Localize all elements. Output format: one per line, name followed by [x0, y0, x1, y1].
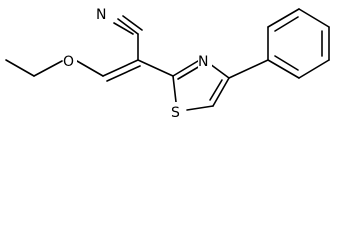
ethyl-ch3-ch2-bond — [5, 59, 35, 77]
thiazole-sulfur-label: S — [171, 105, 180, 121]
thiazole-c4-c5-bond — [212, 77, 230, 107]
nitrile-triple-bond-3 — [122, 15, 143, 31]
vinyl-double-bond-2 — [106, 65, 141, 82]
thiazole-n3-c4-bond — [209, 63, 230, 79]
molecule-drawing: O N N S — [5, 6, 330, 121]
thiazole-c4-c5-inner-bond — [209, 79, 223, 101]
chemical-structure-diagram: O N N S — [5, 6, 330, 121]
thiazole-to-phenyl-bond — [228, 59, 269, 79]
thiazole-s1-c2-bond — [172, 75, 177, 103]
phenyl-inner-double-bond-1 — [274, 16, 299, 32]
thiazole-c2-n3-double-bond-1 — [172, 60, 199, 77]
ether-oxygen-label: O — [63, 54, 74, 70]
vinyl-to-thiazole-bond — [137, 59, 174, 77]
vinyl-double-bond-1 — [102, 59, 139, 77]
nitrile-triple-bond-1 — [113, 22, 134, 35]
nitrile-nitrogen-label: N — [96, 7, 106, 23]
phenyl-bond-3 — [298, 8, 330, 28]
phenyl-bond-2 — [267, 8, 300, 28]
nitrile-triple-bond-2 — [117, 18, 139, 35]
thiazole-c2-n3-double-bond-2 — [177, 65, 201, 80]
phenyl-inner-double-bond-3 — [274, 55, 299, 71]
phenyl-bond-5 — [298, 59, 330, 79]
thiazole-nitrogen-label: N — [198, 54, 208, 70]
thiazole-c5-s1-bond — [186, 105, 214, 111]
phenyl-bond-6 — [267, 59, 300, 79]
o-vinyl-ch-bond — [76, 60, 104, 77]
ethyl-ch2-o-bond — [33, 60, 63, 77]
